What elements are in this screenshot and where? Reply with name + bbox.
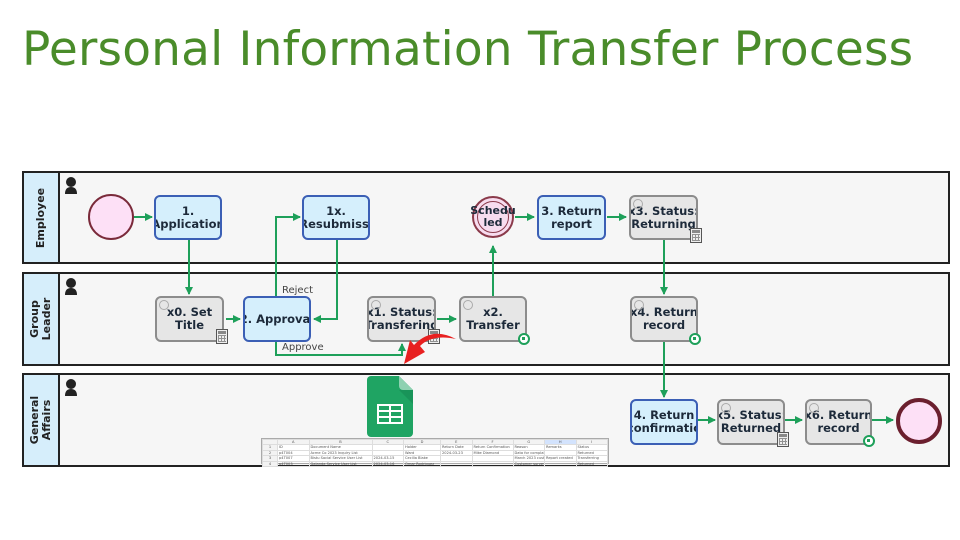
task-application[interactable]: 1. Application <box>154 195 222 240</box>
task-status-returned[interactable]: x5. Status: Returned <box>717 399 785 445</box>
cell: Omar Rodriguez <box>403 460 441 468</box>
cell: Mike Diamond <box>471 449 514 457</box>
cell: Transferring <box>575 455 608 462</box>
gear-icon <box>371 300 381 310</box>
lane-label-employee: Employee <box>34 187 47 248</box>
gear-icon <box>463 300 473 310</box>
cell: 2 <box>262 449 278 457</box>
task-set-title[interactable]: x0. Set Title <box>155 296 224 342</box>
cell: 4 <box>262 460 278 468</box>
calculator-icon <box>216 329 228 344</box>
task-label: 4. Return confirmatio <box>630 408 698 435</box>
person-icon <box>65 177 77 194</box>
cell: Cecilia Blake <box>403 455 441 462</box>
cell: 2024-03-16 <box>371 460 404 468</box>
calculator-icon <box>428 329 440 344</box>
task-label: x2. Transfer <box>466 305 520 332</box>
person-icon <box>65 278 77 295</box>
col-header: F <box>471 438 514 446</box>
timer-event-scheduled[interactable]: Schedu led <box>470 196 516 238</box>
cell: Customer survey <box>512 460 545 468</box>
cell: 1 <box>262 444 278 451</box>
task-return-confirmation[interactable]: 4. Return confirmatio <box>630 399 698 445</box>
timer-label: Schedu led <box>470 204 516 229</box>
start-event[interactable] <box>88 194 134 240</box>
cell: Document Name <box>308 444 373 451</box>
cell: Bistu Social Service User List <box>308 455 373 462</box>
flow-label-approve: Approve <box>282 342 324 353</box>
task-resubmission[interactable]: 1x. Resubmissi <box>302 195 370 240</box>
cell <box>471 460 514 468</box>
flow-label-reject: Reject <box>282 285 314 296</box>
calculator-icon <box>777 432 789 447</box>
task-status-returning[interactable]: x3. Status: Returning <box>629 195 698 240</box>
task-label: x5. Status: Returned <box>717 408 785 435</box>
gear-icon <box>721 403 731 413</box>
page-title: Personal Information Transfer Process <box>22 22 914 77</box>
cell: March 2023 customer data <box>512 455 545 462</box>
end-event[interactable] <box>896 398 942 444</box>
sheet-row: 4 p4T003 Galanda Service User List 2024-… <box>262 460 608 468</box>
task-approval[interactable]: 2. Approval <box>243 296 311 342</box>
cell: Return Confirmation <box>471 444 514 451</box>
lane-header-employee: Employee <box>24 173 60 262</box>
task-transfer[interactable]: x2. Transfer <box>459 296 527 342</box>
spreadsheet-preview: A B C D E F G H I 1 ID Document Name Hol… <box>261 438 609 468</box>
task-label: x3. Status: Returning <box>629 203 698 231</box>
sheets-badge-icon <box>863 435 875 447</box>
person-icon <box>65 379 77 396</box>
task-status-transfering[interactable]: x1. Status: Transfering <box>367 296 436 342</box>
sheet-row: 3 p4T007 Bistu Social Service User List … <box>262 455 608 462</box>
col-header: D <box>403 438 441 446</box>
col-header: I <box>575 438 608 446</box>
google-sheets-icon <box>367 376 413 437</box>
task-label: 1x. Resubmissi <box>302 203 370 231</box>
task-return-report[interactable]: 3. Return report <box>537 195 606 240</box>
task-label: x0. Set Title <box>166 305 213 332</box>
gear-icon <box>809 403 819 413</box>
cell <box>440 460 473 468</box>
gear-icon <box>634 300 644 310</box>
task-label: 3. Return report <box>541 203 602 231</box>
cell: Galanda Service User List <box>308 460 373 468</box>
task-label: x6. Return record <box>805 408 872 435</box>
task-return-record-group-leader[interactable]: x4. Return record <box>630 296 698 342</box>
sheets-badge-icon <box>518 333 530 345</box>
cell: Returned <box>575 449 608 457</box>
lane-header-general-affairs: General Affairs <box>24 375 60 465</box>
gear-icon <box>633 199 643 209</box>
lane-label-group-leader: Group Leader <box>28 297 53 341</box>
task-label: 2. Approval <box>243 311 311 326</box>
cell <box>544 460 577 468</box>
calculator-icon <box>690 228 702 243</box>
cell: p4T003 <box>277 460 310 468</box>
task-return-record-general-affairs[interactable]: x6. Return record <box>805 399 872 445</box>
cell: Report created <box>544 455 577 462</box>
cell: Data for complaint trends <box>512 449 545 457</box>
task-label: x4. Return record <box>630 305 698 332</box>
lane-label-general-affairs: General Affairs <box>28 395 53 445</box>
task-label: x1. Status: Transfering <box>367 305 436 332</box>
col-header: B <box>308 438 373 446</box>
cell: 3 <box>262 455 278 462</box>
lane-header-group-leader: Group Leader <box>24 274 60 364</box>
cell: Returned <box>575 460 608 468</box>
cell: Acme Co 2023 Inquiry List <box>308 449 373 457</box>
task-label: 1. Application <box>154 203 222 231</box>
gear-icon <box>159 300 169 310</box>
sheets-badge-icon <box>689 333 701 345</box>
